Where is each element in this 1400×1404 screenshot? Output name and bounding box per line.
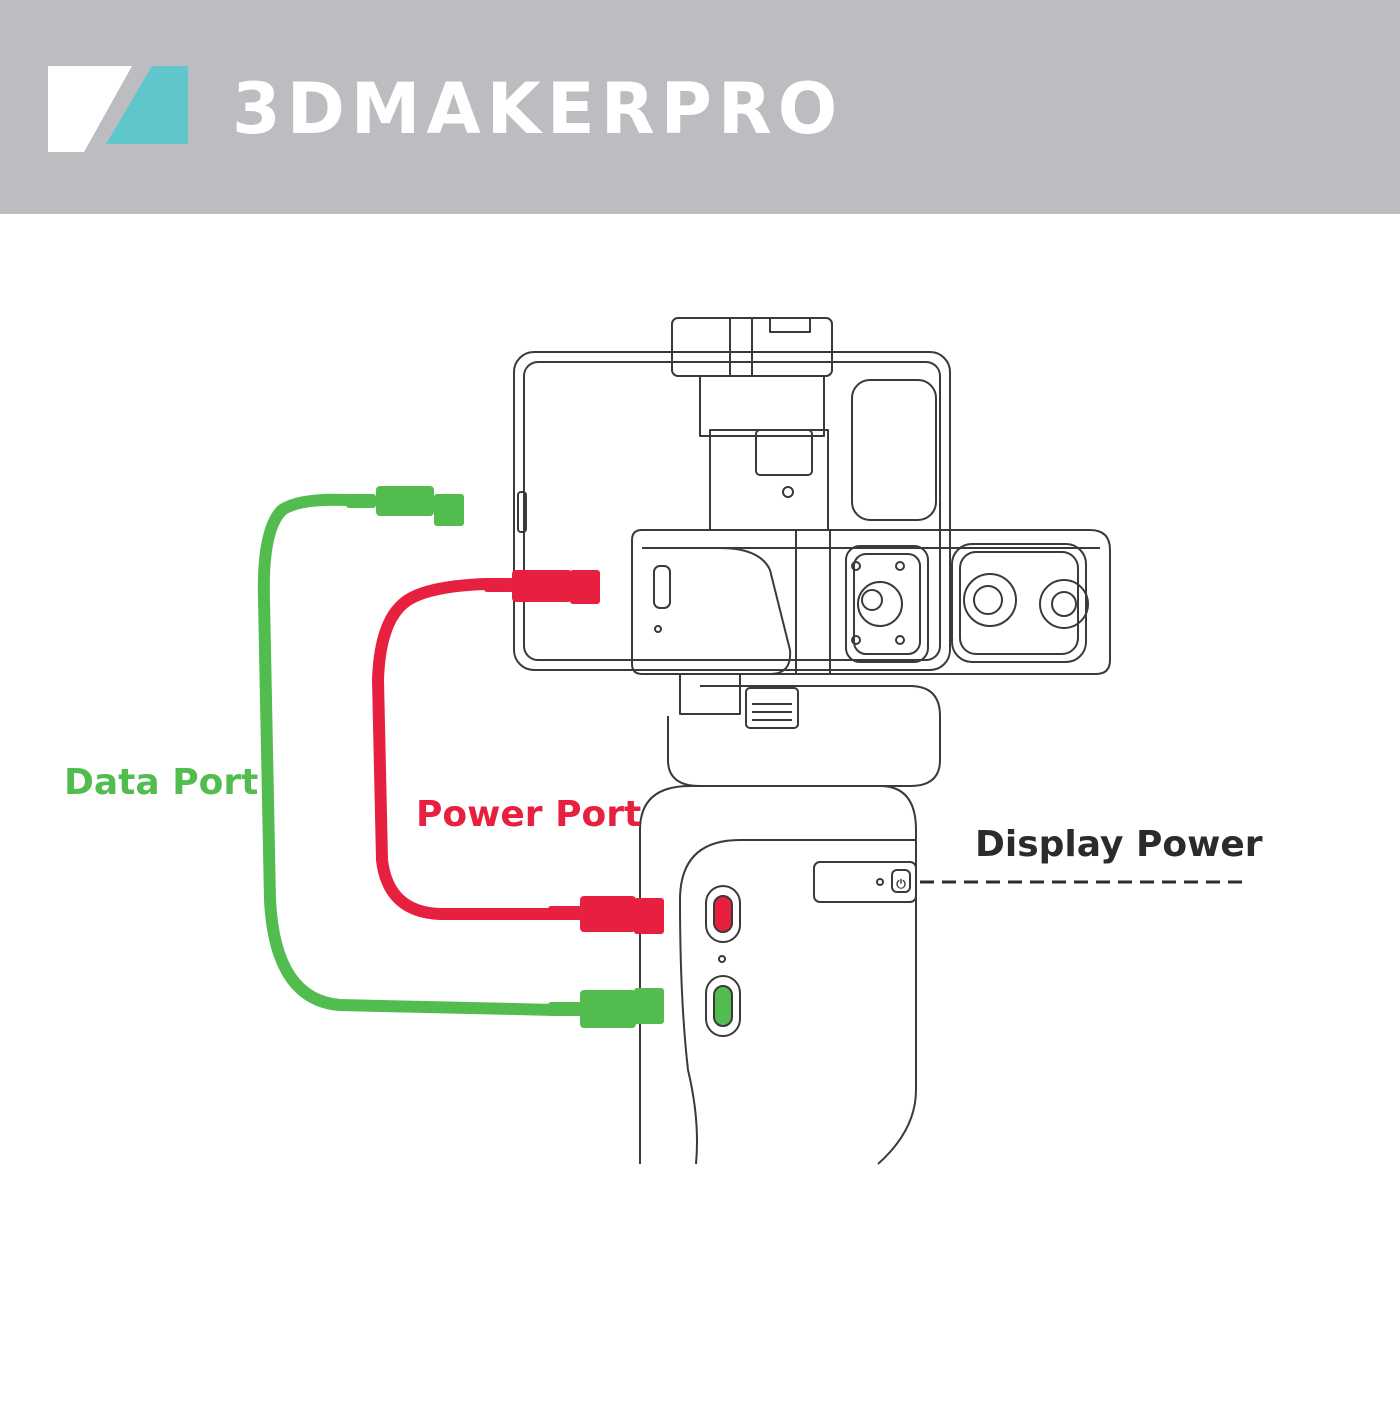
power-button-icon: ⏻ xyxy=(896,877,906,891)
logo-mark-icon xyxy=(48,66,188,152)
power-port-label: Power Port xyxy=(416,794,642,835)
data-port-label: Data Port xyxy=(64,762,259,803)
brand-header: 3DMAKERPRO xyxy=(0,0,1400,214)
brand-name: 3DMAKERPRO xyxy=(232,68,844,150)
svg-text:⏻: ⏻ xyxy=(896,877,906,891)
scanner-device-icon: ⏻ xyxy=(257,317,1250,1165)
usb-cable-icon xyxy=(257,486,664,1028)
display-power-label: Display Power xyxy=(975,824,1263,865)
scanner-diagram: ⏻ Data Port Power Port Display Power xyxy=(0,214,1400,1400)
